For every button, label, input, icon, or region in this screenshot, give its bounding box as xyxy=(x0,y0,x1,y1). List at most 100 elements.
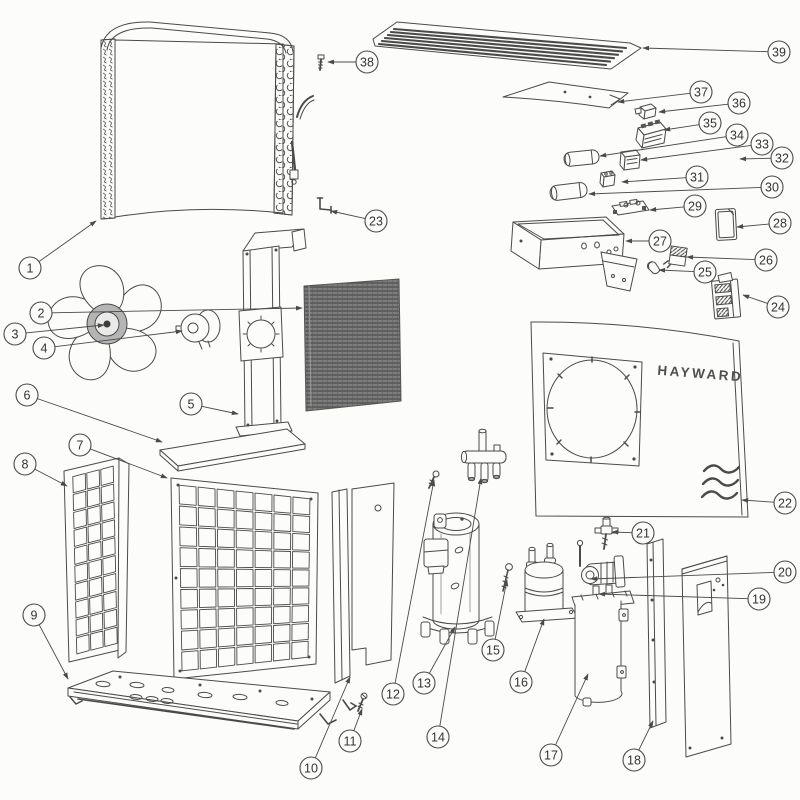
grille-cell xyxy=(197,486,216,508)
callout-number: 34 xyxy=(730,129,744,143)
callout-number: 25 xyxy=(698,266,712,280)
callout-circle xyxy=(773,560,797,584)
discharge-manifold xyxy=(460,428,507,484)
callout-circle xyxy=(725,123,749,147)
callout-circle xyxy=(766,295,790,319)
screw-38 xyxy=(317,54,325,71)
callout-circle xyxy=(22,603,46,627)
callout-number: 36 xyxy=(732,97,746,111)
callout-number: 27 xyxy=(653,235,667,249)
callout-39: 39 xyxy=(642,40,791,64)
callout-circle xyxy=(727,91,751,115)
grille-cell xyxy=(178,484,197,506)
callout-circle xyxy=(698,111,722,135)
callout-leader xyxy=(686,254,756,261)
callout-number: 23 xyxy=(369,215,383,229)
evaporator-coil xyxy=(100,21,315,220)
fan-motor xyxy=(175,309,221,350)
grille-cell xyxy=(217,607,236,628)
grille-cell xyxy=(86,469,101,490)
grille-cell xyxy=(102,573,117,594)
grille-cell xyxy=(88,558,103,580)
callout-number: 39 xyxy=(772,46,786,60)
grille-cell xyxy=(235,510,254,530)
callout-25: 25 xyxy=(658,260,717,284)
callout-leader xyxy=(25,323,105,334)
brand-label: HAYWARD xyxy=(657,363,744,385)
callout-leader xyxy=(739,156,772,162)
accumulator xyxy=(515,542,579,623)
grille-cell xyxy=(217,588,235,608)
contactor xyxy=(635,119,667,149)
callout-circle xyxy=(32,336,56,360)
callout-leader xyxy=(649,206,685,212)
callout-35: 35 xyxy=(663,111,722,135)
grille-cell xyxy=(254,511,273,531)
callout-circle xyxy=(338,729,362,753)
callout-leader xyxy=(54,329,183,348)
callout-leader xyxy=(34,468,68,487)
callout-leader xyxy=(599,136,727,158)
callout-number: 12 xyxy=(386,688,400,702)
callout-circle xyxy=(3,322,27,346)
callout-leader xyxy=(439,477,483,727)
grille-cell xyxy=(199,628,217,649)
callout-33: 33 xyxy=(640,132,774,162)
callout-number: 13 xyxy=(417,677,431,691)
grille-cell xyxy=(178,505,197,527)
callout-circle xyxy=(15,383,39,407)
callout-number: 3 xyxy=(12,328,19,342)
callout-27: 27 xyxy=(625,229,672,253)
cover-plate xyxy=(714,208,738,241)
grille-cell xyxy=(101,519,116,540)
callout-leader xyxy=(90,448,168,479)
callout-leader xyxy=(494,579,509,640)
callout-number: 37 xyxy=(694,86,708,100)
terminal-block xyxy=(599,170,616,188)
callout-leader xyxy=(621,177,687,184)
grille-cell xyxy=(198,588,217,609)
callout-number: 38 xyxy=(360,56,374,70)
callout-circle xyxy=(355,50,379,74)
callout-leader xyxy=(617,92,691,104)
callout-30: 30 xyxy=(588,175,784,199)
callout-circle xyxy=(509,670,533,694)
pump-head xyxy=(581,555,626,588)
grille-cell xyxy=(198,547,217,568)
callout-number: 4 xyxy=(41,342,48,356)
callout-12: 12 xyxy=(381,479,436,706)
grille-cell xyxy=(291,587,310,605)
callout-31: 31 xyxy=(621,165,709,189)
grille-cell xyxy=(291,605,310,624)
grille-cell xyxy=(199,608,217,629)
capacitor-small xyxy=(563,149,600,167)
relay-26 xyxy=(663,245,688,269)
callout-circle xyxy=(768,211,792,235)
callout-3: 3 xyxy=(3,322,105,346)
callout-circle xyxy=(750,132,774,156)
grille-cell xyxy=(101,537,116,558)
grille-panel-large xyxy=(170,477,319,680)
callout-leader xyxy=(314,676,351,759)
callout-6: 6 xyxy=(15,383,163,443)
callout-number: 17 xyxy=(544,749,558,763)
callout-32: 32 xyxy=(739,146,794,170)
callout-leader xyxy=(611,529,633,535)
callout-circle xyxy=(760,175,784,199)
callout-leader xyxy=(742,294,768,304)
compressor-mounting-plate xyxy=(420,616,495,645)
grille-cell xyxy=(273,550,291,569)
callout-leader xyxy=(658,103,729,114)
fan-blade xyxy=(47,265,162,381)
box-bracket xyxy=(600,251,638,292)
base-pan xyxy=(67,670,357,730)
grille-cell xyxy=(217,568,235,588)
callout-number: 32 xyxy=(775,152,789,166)
callout-15: 15 xyxy=(481,579,509,662)
callout-number: 19 xyxy=(752,593,766,607)
callout-circle xyxy=(631,521,655,545)
access-panel xyxy=(502,81,629,109)
grille-cell xyxy=(273,624,291,643)
